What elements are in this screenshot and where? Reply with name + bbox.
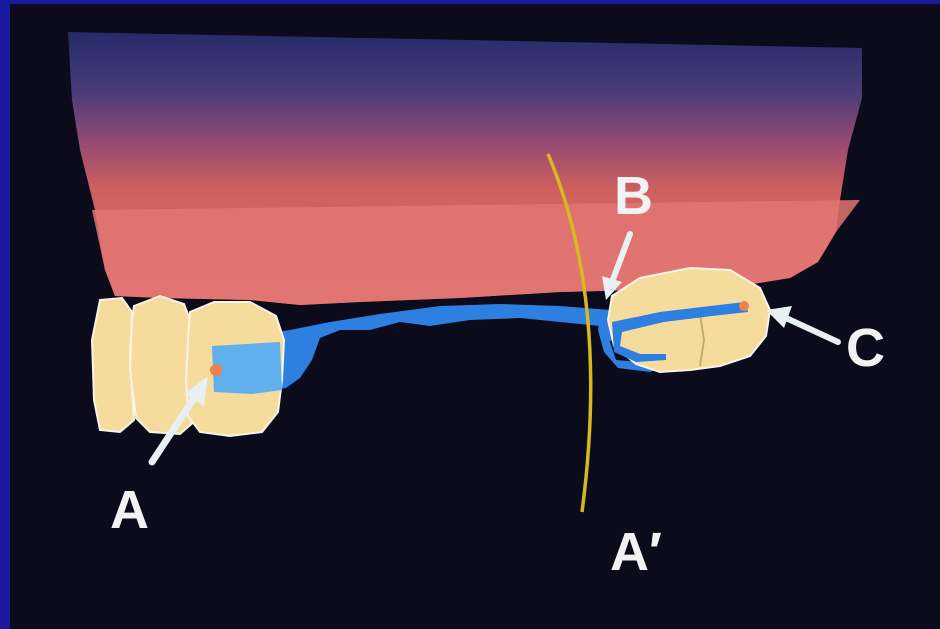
rest-dot-a (210, 364, 222, 376)
label-a: A (110, 480, 149, 540)
label-b: B (614, 166, 653, 226)
rest-seat (212, 342, 282, 394)
label-a-prime: A′ (610, 522, 662, 582)
label-c: C (846, 318, 885, 378)
rest-dot-c (739, 301, 749, 311)
tooth-1 (92, 298, 134, 432)
arrow-c (766, 306, 838, 342)
